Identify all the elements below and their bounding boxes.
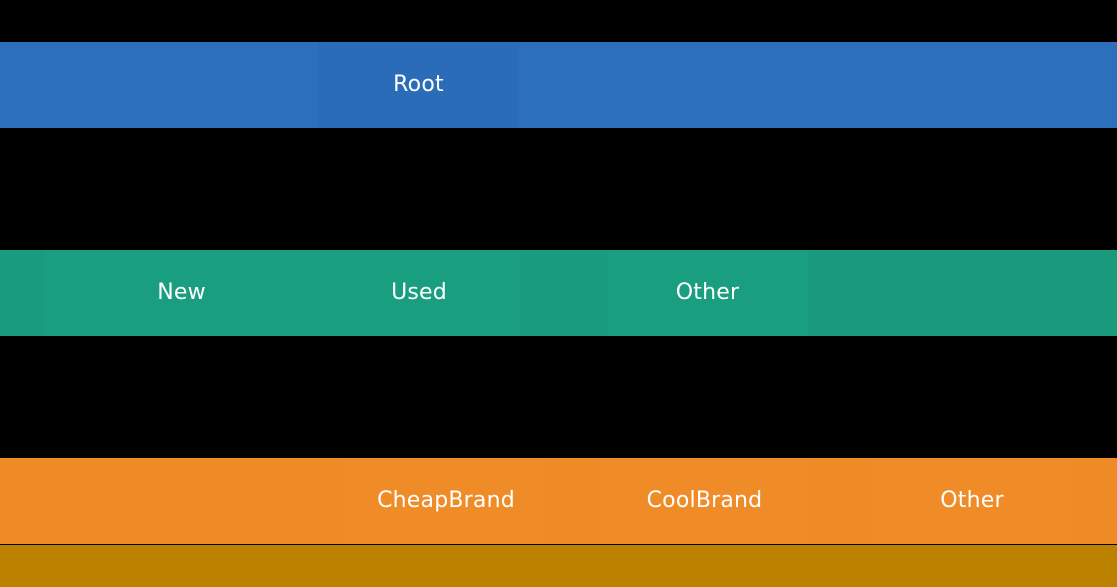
chart-node-label: Used [391,280,447,305]
chart-node-unlabeled[interactable] [0,42,318,128]
chart-node-unlabeled[interactable] [547,458,601,544]
chart-node-new[interactable]: New [45,250,318,336]
chart-node-unlabeled[interactable] [0,458,345,544]
chart-node-used[interactable]: Used [318,250,520,336]
chart-level-leaf-level [0,545,1117,587]
chart-level-root-level: Root [0,42,1117,128]
chart-node-coolbrand[interactable]: CoolBrand [601,458,808,544]
chart-node-unlabeled[interactable] [0,250,45,336]
chart-node-root[interactable]: Root [318,42,519,128]
chart-level-brand-level: CheapBrand CoolBrand Other [0,458,1117,544]
chart-node-other[interactable]: Other [607,250,808,336]
chart-node-unlabeled[interactable] [520,250,607,336]
chart-node-unlabeled[interactable] [808,458,871,544]
chart-node-other[interactable]: Other [871,458,1073,544]
chart-node-unlabeled[interactable] [1073,458,1117,544]
chart-node-label: Other [940,488,1004,513]
chart-node-unlabeled[interactable] [808,250,1117,336]
chart-node-label: Root [393,72,444,97]
chart-node-unlabeled[interactable] [0,545,1117,587]
chart-level-condition-level: New Used Other [0,250,1117,336]
chart-node-label: CheapBrand [377,488,515,513]
chart-node-cheapbrand[interactable]: CheapBrand [345,458,547,544]
chart-node-label: New [157,280,206,305]
chart-node-label: Other [675,280,740,305]
chart-node-label: CoolBrand [646,488,763,513]
chart-node-unlabeled[interactable] [519,42,1117,128]
